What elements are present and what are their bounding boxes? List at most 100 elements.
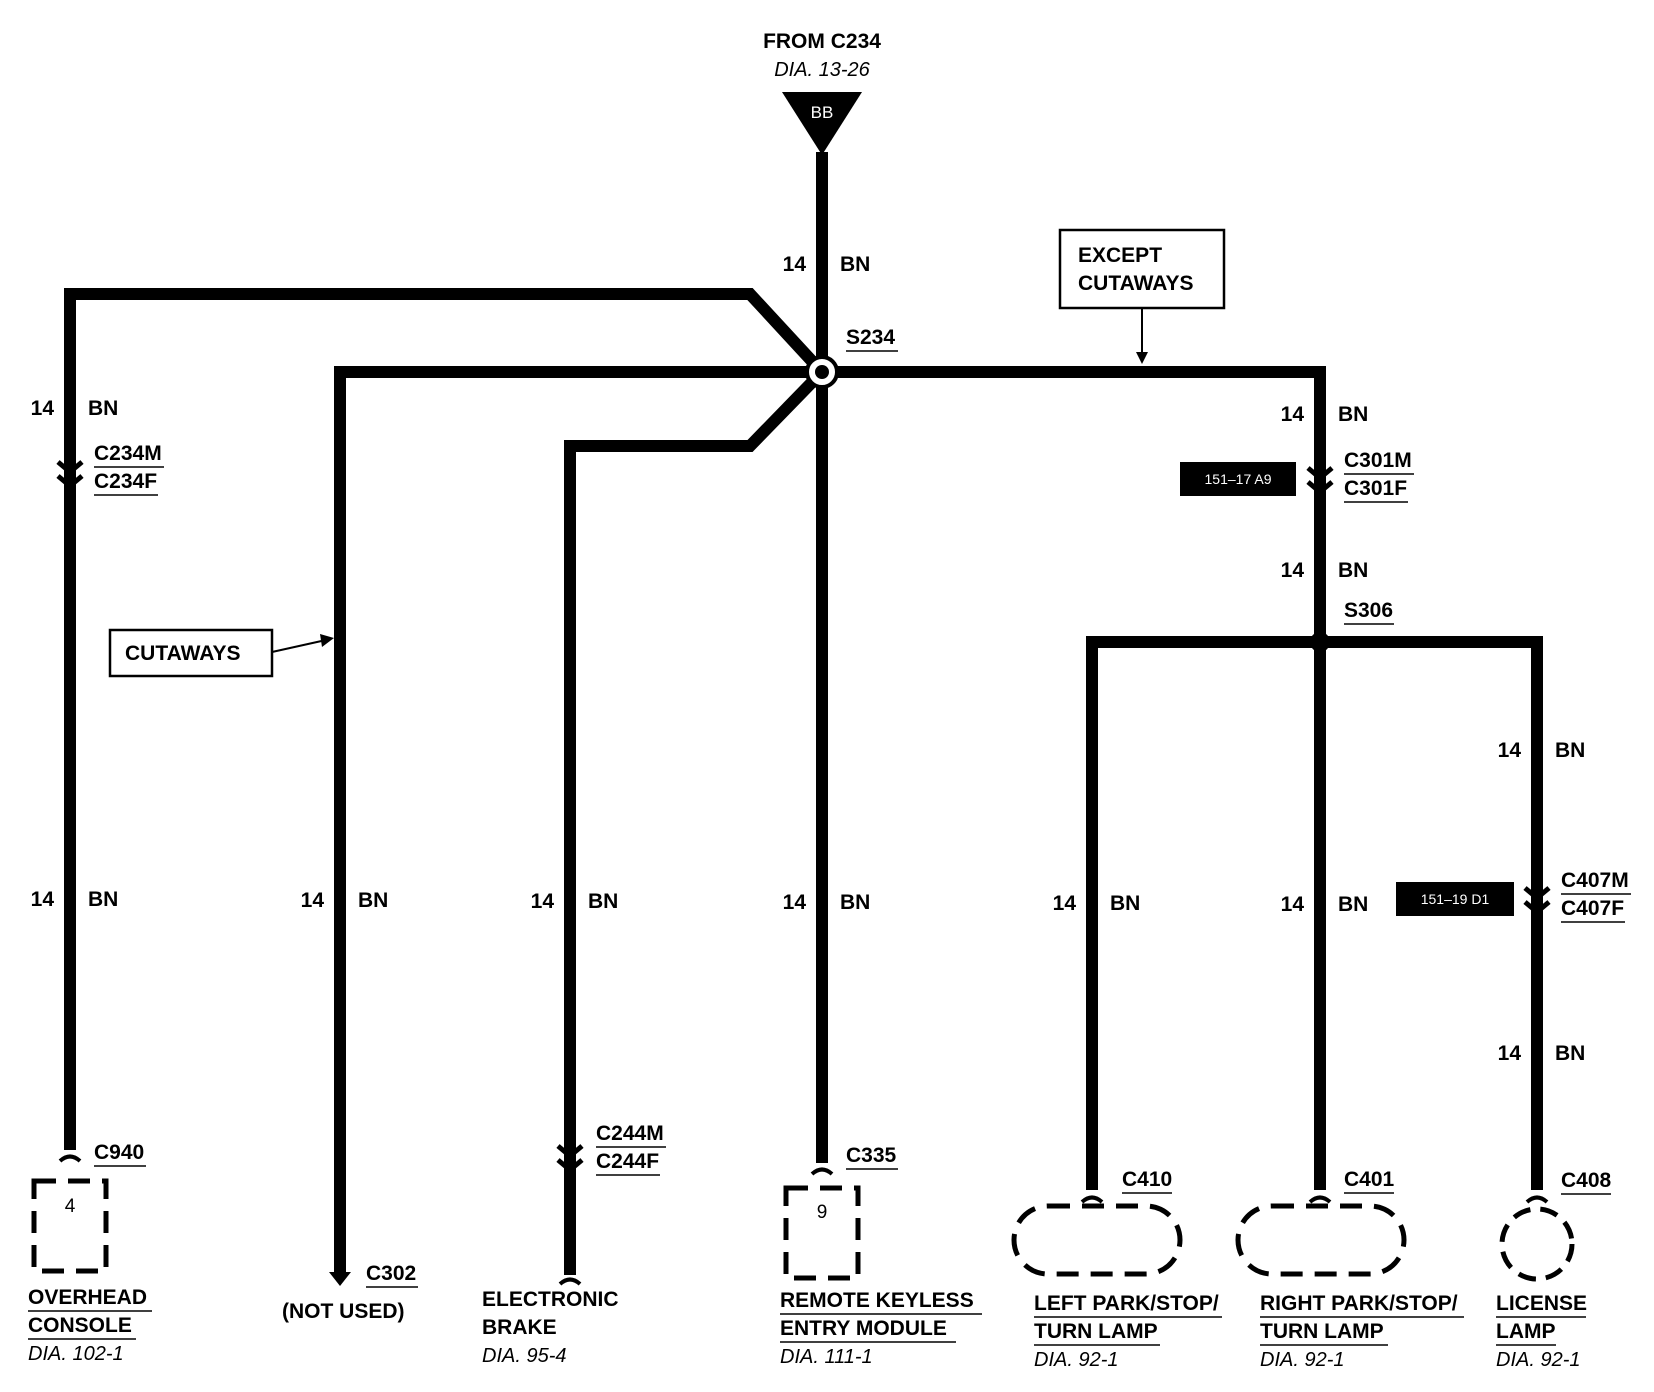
load-license-lamp: C408 LICENSE LAMP DIA. 92-1 [1496,1169,1612,1371]
note-cutaways: CUTAWAYS [108,628,334,678]
wire-labels: 14 BN 14 BN 14 BN 14 BN 14 BN 14 BN 14 B… [31,253,1586,1065]
svg-text:C244F: C244F [596,1150,659,1173]
svg-text:14: 14 [31,888,55,911]
svg-text:BN: BN [1338,893,1368,916]
lamp-icon [1499,1206,1575,1282]
wire-not-used [334,366,822,1275]
source-triangle [782,92,862,155]
svg-text:C407M: C407M [1561,869,1629,892]
load-overhead-console: C940 4 OVERHEAD CONSOLE DIA. 102-1 [28,1141,152,1365]
load-left-park-stop-turn-lamp: C410 LEFT PARK/STOP/ TURN LAMP DIA. 92-1 [1011,1168,1222,1371]
svg-text:EXCEPT: EXCEPT [1078,244,1162,267]
svg-text:BN: BN [88,888,118,911]
svg-text:BN: BN [1338,559,1368,582]
svg-text:9: 9 [817,1202,828,1223]
svg-text:DIA. 92-1: DIA. 92-1 [1496,1349,1580,1371]
svg-text:ENTRY MODULE: ENTRY MODULE [780,1317,947,1340]
svg-text:14: 14 [1498,739,1522,762]
wires [64,152,1543,1275]
svg-text:TURN LAMP: TURN LAMP [1260,1320,1384,1343]
source-dia: DIA. 13-26 [774,59,870,81]
lamp-icon [1235,1203,1407,1277]
splice-s234-label: S234 [846,326,895,349]
wire-except-cutaways [822,366,1326,1190]
svg-text:C408: C408 [1561,1169,1612,1192]
svg-text:LAMP: LAMP [1496,1320,1556,1343]
svg-text:BN: BN [840,891,870,914]
svg-text:BN: BN [1555,1042,1585,1065]
svg-text:BN: BN [1110,892,1140,915]
svg-text:BN: BN [358,889,388,912]
svg-text:14: 14 [531,890,555,913]
svg-text:C401: C401 [1344,1168,1395,1191]
svg-text:C335: C335 [846,1144,897,1167]
svg-text:LEFT PARK/STOP/: LEFT PARK/STOP/ [1034,1292,1219,1315]
svg-text:14: 14 [1281,559,1305,582]
svg-text:BN: BN [1555,739,1585,762]
svg-text:14: 14 [31,397,55,420]
svg-text:CUTAWAYS: CUTAWAYS [1078,272,1194,295]
svg-text:REMOTE KEYLESS: REMOTE KEYLESS [780,1289,974,1312]
svg-text:CUTAWAYS: CUTAWAYS [125,642,241,665]
svg-text:BN: BN [840,253,870,276]
wire-license-lamp [1320,636,1543,1190]
splice-s306-icon [1310,632,1330,652]
svg-text:151–17 A9: 151–17 A9 [1205,471,1272,487]
load-right-park-stop-turn-lamp: C401 RIGHT PARK/STOP/ TURN LAMP DIA. 92-… [1235,1168,1464,1371]
svg-text:C301M: C301M [1344,449,1412,472]
svg-text:DIA. 111-1: DIA. 111-1 [780,1346,873,1368]
svg-text:C244M: C244M [596,1122,664,1145]
svg-text:CONSOLE: CONSOLE [28,1314,132,1337]
svg-text:C234M: C234M [94,442,162,465]
svg-text:C234F: C234F [94,470,157,493]
svg-text:ELECTRONIC: ELECTRONIC [482,1288,619,1311]
arrow-icon [320,634,334,647]
source-label: FROM C234 [763,30,881,53]
svg-text:DIA. 102-1: DIA. 102-1 [28,1343,124,1365]
svg-text:14: 14 [301,889,325,912]
svg-text:14: 14 [1281,893,1305,916]
wire-left-lamp [1086,636,1320,1190]
svg-text:(NOT USED): (NOT USED) [282,1300,405,1323]
svg-text:DIA. 95-4: DIA. 95-4 [482,1345,566,1367]
svg-text:TURN LAMP: TURN LAMP [1034,1320,1158,1343]
svg-text:BN: BN [88,397,118,420]
svg-text:14: 14 [783,253,807,276]
svg-text:LICENSE: LICENSE [1496,1292,1587,1315]
wire-overhead-console [64,288,827,1150]
svg-text:BRAKE: BRAKE [482,1316,557,1339]
svg-text:DIA. 92-1: DIA. 92-1 [1034,1349,1118,1371]
lamp-icon [1011,1203,1183,1277]
svg-text:151–19 D1: 151–19 D1 [1421,891,1490,907]
note-except-cutaways: EXCEPT CUTAWAYS [1058,228,1226,364]
svg-text:C301F: C301F [1344,477,1407,500]
svg-text:BN: BN [1338,403,1368,426]
load-remote-keyless-entry-module: C335 9 REMOTE KEYLESS ENTRY MODULE DIA. … [780,1144,982,1368]
inline-connector-c301: 151–17 A9 C301M C301F [1180,449,1414,503]
svg-text:14: 14 [783,891,807,914]
inline-connector-c407: 151–19 D1 C407M C407F [1396,869,1631,923]
source-pin: BB [811,103,834,122]
module-box [783,1185,861,1281]
svg-text:BN: BN [588,890,618,913]
splice-s306-label: S306 [1344,599,1393,622]
svg-text:C410: C410 [1122,1168,1172,1191]
arrow-icon [1136,352,1148,364]
inline-connector-c234: C234M C234F [56,442,164,496]
svg-text:DIA. 92-1: DIA. 92-1 [1260,1349,1344,1371]
wire-electronic-brake [564,367,827,1275]
svg-text:C302: C302 [366,1262,416,1285]
svg-text:14: 14 [1498,1042,1522,1065]
svg-text:C940: C940 [94,1141,144,1164]
load-not-used: C302 (NOT USED) [282,1262,418,1323]
svg-text:4: 4 [65,1196,76,1217]
svg-text:RIGHT PARK/STOP/: RIGHT PARK/STOP/ [1260,1292,1458,1315]
svg-text:OVERHEAD: OVERHEAD [28,1286,147,1309]
load-electronic-brake: ELECTRONIC BRAKE DIA. 95-4 [482,1277,619,1367]
svg-text:14: 14 [1281,403,1305,426]
svg-text:14: 14 [1053,892,1077,915]
inline-connector-c244: C244M C244F [556,1122,666,1176]
module-box [31,1178,109,1274]
svg-text:C407F: C407F [1561,897,1624,920]
